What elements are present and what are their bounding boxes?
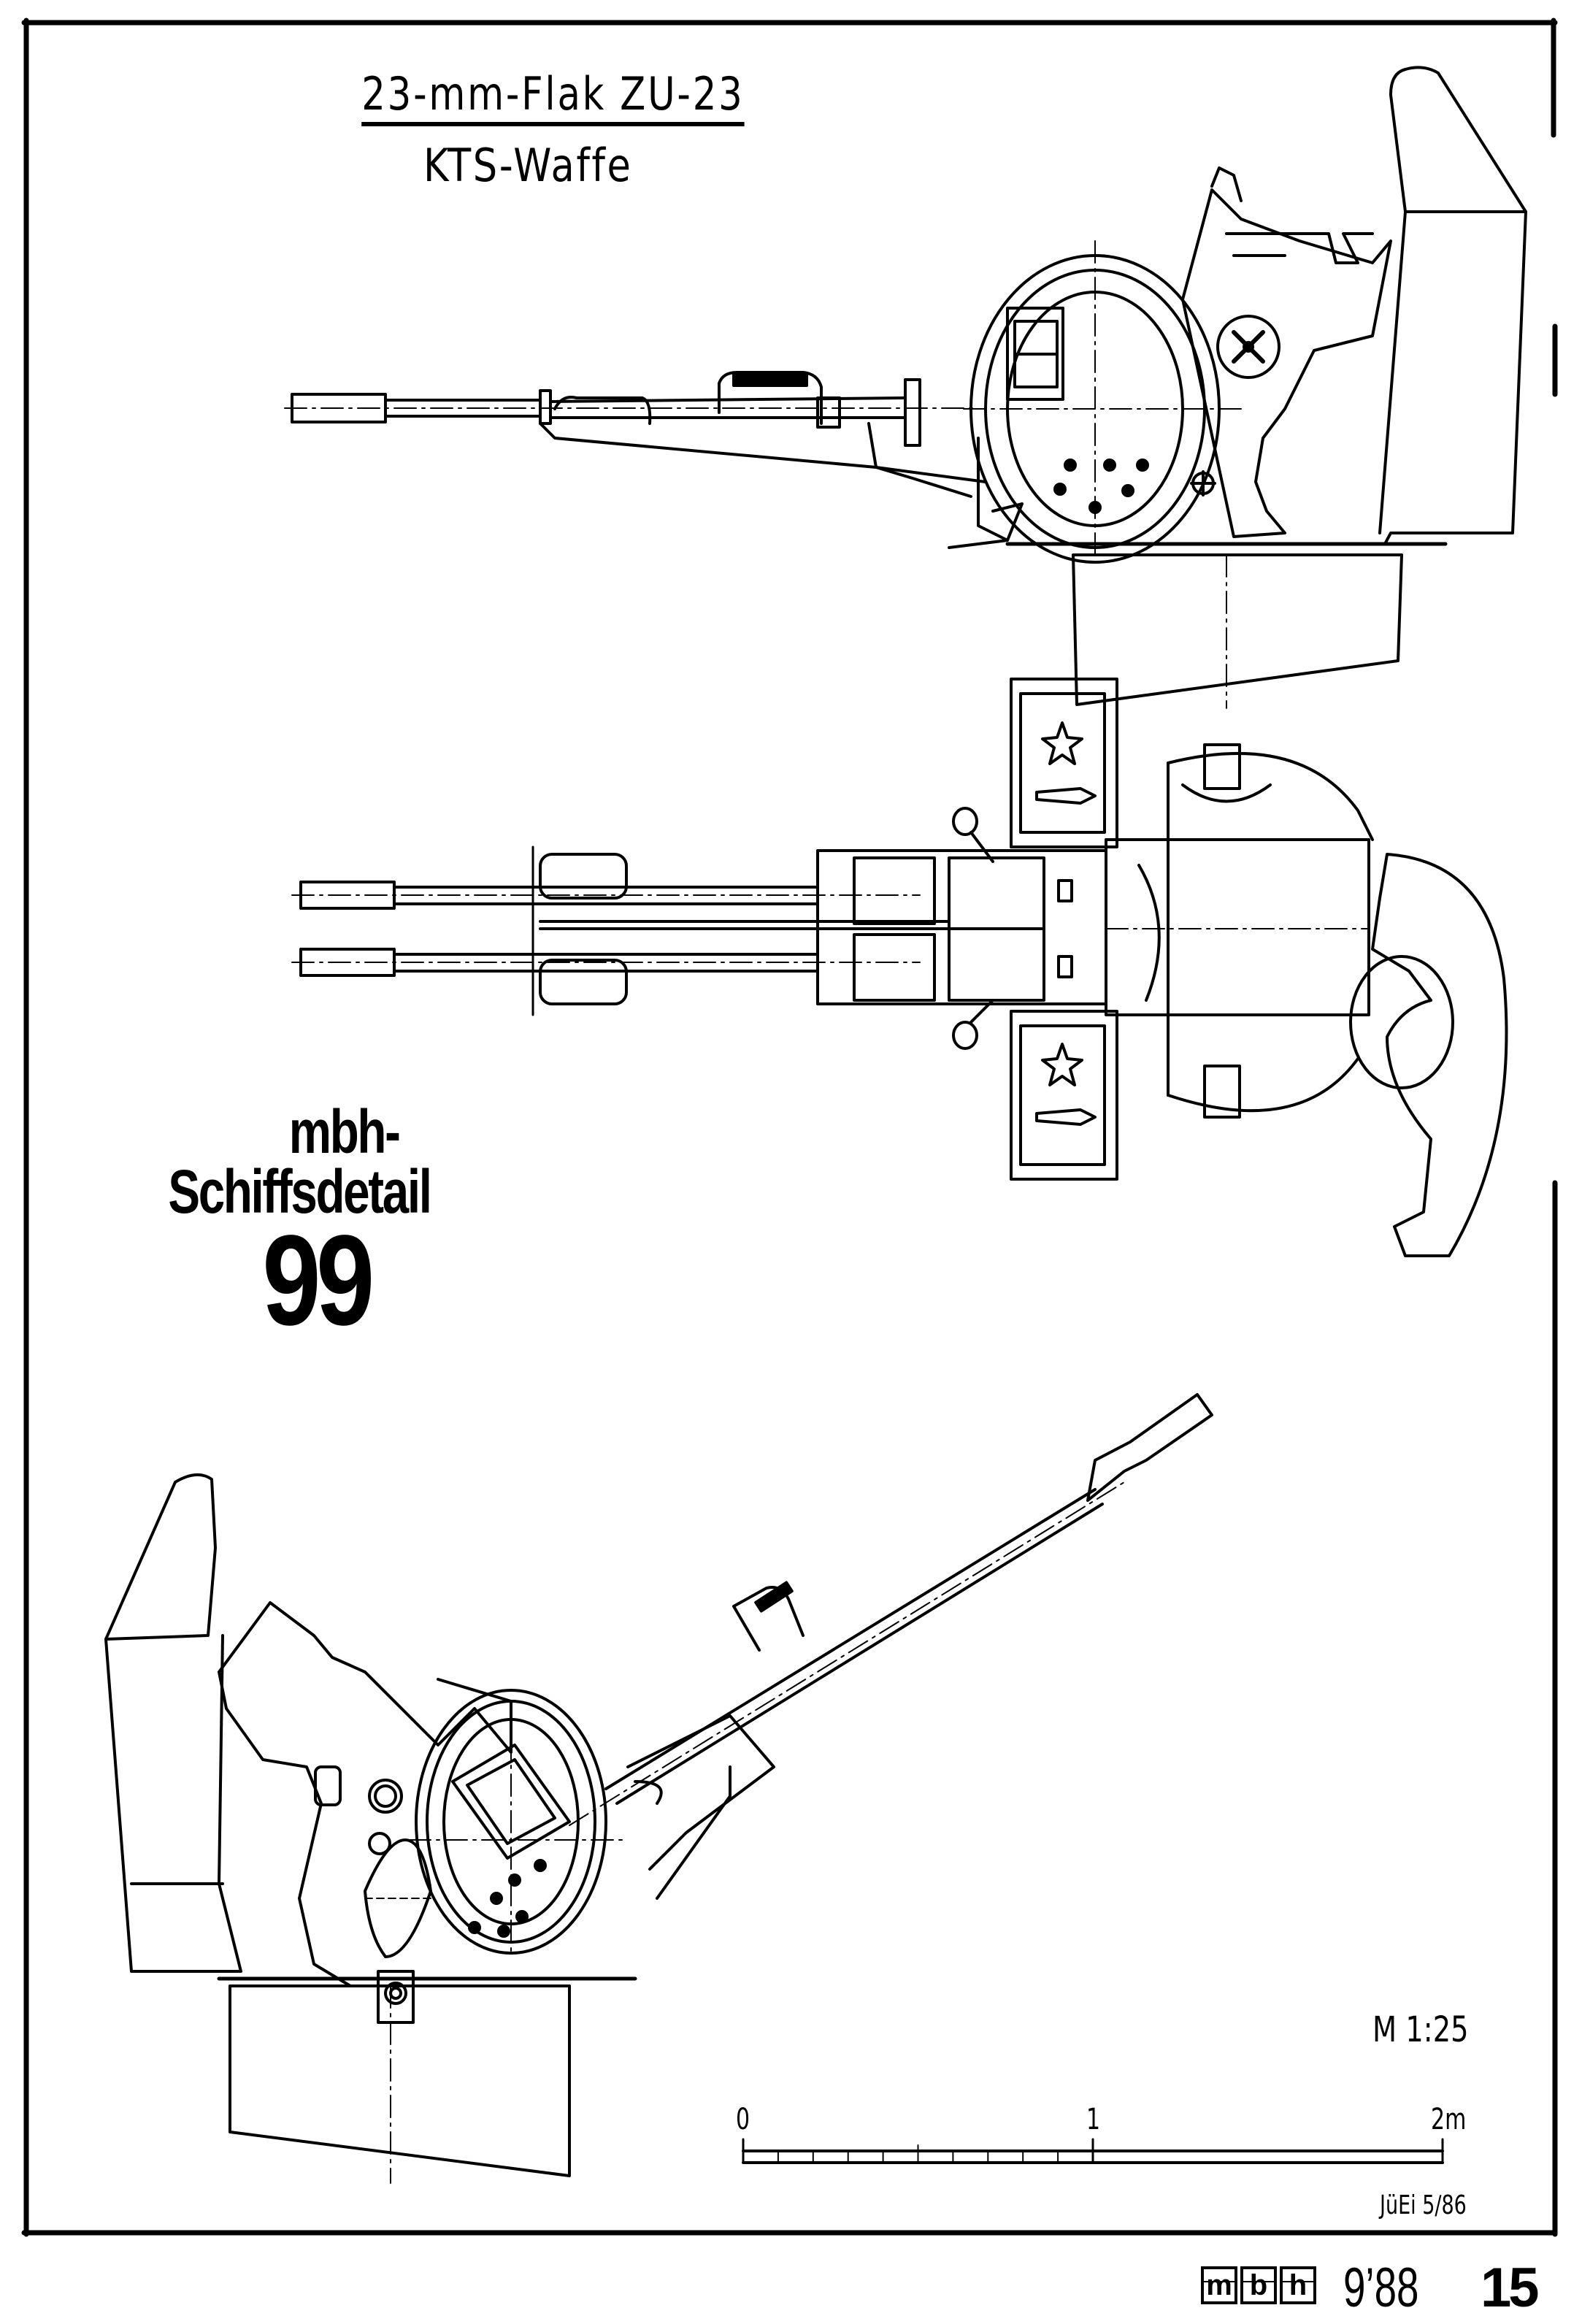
logo-letter: m: [1201, 2266, 1237, 2304]
drawing-subtitle: KTS-Waffe: [423, 139, 633, 192]
scale-tick-0: 0: [736, 2103, 750, 2136]
gun-shield: [104, 1473, 217, 1641]
scale-tick-2: 2m: [1431, 2103, 1467, 2136]
page-frame: [21, 18, 1558, 2237]
upper-ammo-box: [1010, 678, 1118, 848]
pedestal: [1072, 553, 1403, 706]
page-number: 15: [1481, 2257, 1540, 2319]
ring-holes: [1053, 459, 1149, 514]
scale-tick-1: 1: [1086, 2103, 1101, 2136]
lower-ammo-box: [1010, 1010, 1118, 1181]
turntable: [1167, 751, 1374, 841]
scale-ratio: M 1:25: [1372, 2009, 1469, 2050]
author-signature: JüEi 5/86: [1380, 2190, 1467, 2220]
issue-number: 9’88: [1343, 2257, 1419, 2319]
logo-letter: h: [1280, 2266, 1316, 2304]
ammo-box: [1006, 307, 1064, 401]
gun-shield: [1382, 68, 1527, 545]
elevation-handwheel: [1216, 315, 1280, 379]
drawing-title-text: 23-mm-Flak ZU-23: [361, 67, 745, 126]
star-icon: [1041, 721, 1083, 765]
cradle-ring: [415, 1689, 607, 1955]
mount-body: [218, 1601, 512, 1754]
scale-bar: [742, 2138, 1444, 2164]
logo-letter: b: [1240, 2266, 1277, 2304]
drawing-title: 23-mm-Flak ZU-23: [321, 67, 785, 126]
upper-carry-handle: [539, 853, 628, 900]
side-view-elevated: [104, 1393, 1213, 2184]
magazine-logo: m b h: [1201, 2266, 1316, 2304]
series-number: 99: [262, 1209, 375, 1352]
series-line-1: mbh-: [288, 1097, 401, 1166]
ammo-box: [451, 1744, 571, 1860]
lens-cutout: [364, 1838, 432, 1958]
pedestal: [229, 1984, 571, 2177]
barrel: [604, 1488, 1104, 1805]
shield-top: [1371, 853, 1508, 1257]
ring-holes: [468, 1859, 547, 1938]
lower-carry-handle: [539, 959, 628, 1005]
mount-body: [1181, 188, 1392, 538]
star-icon: [1041, 1043, 1083, 1086]
series-badge: mbh- Schiffsdetail 99: [146, 1101, 496, 1345]
side-view-horizontal: [284, 66, 1527, 709]
flash-hider: [1086, 1393, 1213, 1502]
series-line-2: Schiffsdetail: [168, 1157, 431, 1226]
top-view: [291, 678, 1508, 1257]
